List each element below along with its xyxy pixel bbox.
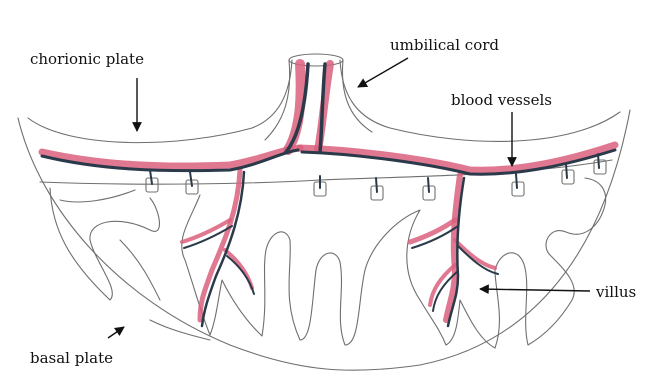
- villous-tree-outline: [50, 178, 606, 348]
- umbilical-cord-label: umbilical cord: [390, 36, 499, 54]
- umbilical-cord-left-edge: [265, 60, 290, 140]
- basal-plate-label: basal plate: [30, 349, 113, 367]
- villus-label: villus: [595, 283, 636, 301]
- left-villus-outline: [60, 190, 210, 340]
- chorionic-plate-top-left: [28, 60, 292, 143]
- chorionic-plate-label: chorionic plate: [30, 50, 144, 68]
- basal-plate-arrow: [108, 327, 124, 338]
- blood-vessels-label: blood vessels: [451, 91, 552, 109]
- umbilical-cord-arrow: [358, 58, 408, 87]
- umbilical-cord-right-edge: [342, 60, 372, 132]
